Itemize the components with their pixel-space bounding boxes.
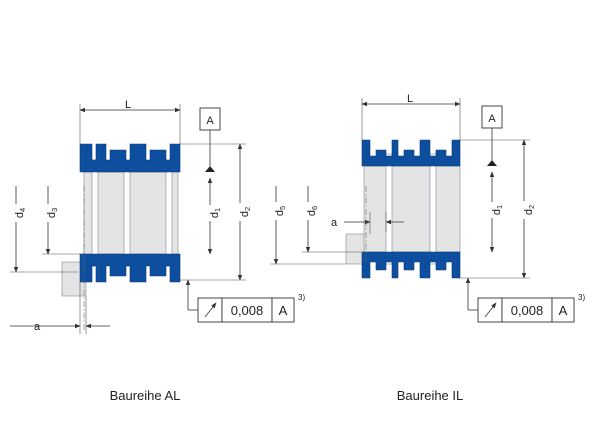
svg-text:A: A (559, 303, 568, 318)
svg-text:d3: d3 (46, 208, 59, 218)
seal-lip-bottom-il (361, 251, 461, 279)
svg-text:0,008: 0,008 (231, 303, 264, 318)
dim-label-L-al: L (125, 99, 131, 111)
tolerance-frame-il: 0,008 A 3) (477, 293, 585, 323)
tolerance-frame-al: 0,008 A 3) (197, 293, 305, 323)
dim-label-a-al: a (34, 321, 41, 333)
svg-text:3): 3) (298, 293, 305, 302)
seal-lip-bottom-al (79, 253, 181, 283)
svg-text:A: A (279, 303, 288, 318)
runout-arrow-icon (484, 302, 497, 318)
runout-arrow-icon (204, 302, 217, 318)
caption-series-al: Baureihe AL (110, 388, 181, 403)
svg-text:d1: d1 (491, 205, 504, 215)
svg-text:d1: d1 (209, 208, 222, 218)
series-al-drawing: L A d1 d2 d4 d3 (9, 99, 305, 403)
caption-series-il: Baureihe IL (397, 388, 464, 403)
svg-text:0,008: 0,008 (511, 303, 544, 318)
svg-text:d5: d5 (274, 206, 287, 216)
svg-text:d2: d2 (239, 207, 252, 217)
svg-text:A: A (206, 115, 214, 127)
svg-text:d2: d2 (523, 205, 536, 215)
svg-text:d6: d6 (306, 206, 319, 216)
series-il-drawing: L A d1 d2 d5 d6 (269, 93, 585, 403)
svg-text:d4: d4 (14, 208, 27, 218)
dim-label-L-il: L (407, 93, 413, 105)
seal-body-il (363, 165, 461, 253)
seal-lip-top-al (79, 143, 181, 173)
svg-text:A: A (488, 113, 496, 125)
seal-lip-top-il (361, 139, 461, 167)
seal-body-al (83, 171, 179, 255)
dim-label-a-il: a (331, 217, 338, 229)
svg-text:3): 3) (578, 293, 585, 302)
